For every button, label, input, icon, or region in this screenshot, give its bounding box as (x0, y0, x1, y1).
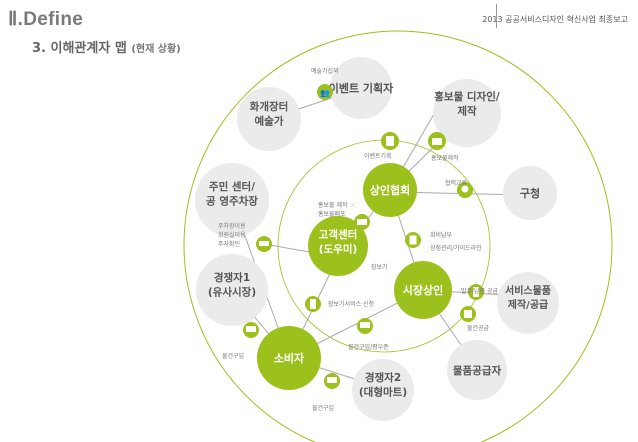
label-promo-make: 홍보물제작 (431, 154, 459, 162)
wrench-icon (468, 284, 484, 300)
label-fee-pay: 회비납부 (430, 231, 453, 239)
node-customer-center (308, 216, 368, 276)
label-goods-supply: 물건공급 (467, 324, 490, 332)
market-merchant-label: 시장상인 (403, 283, 443, 297)
label-viewing-service: 장보기서비스 신청 (328, 300, 374, 308)
factory-icon (428, 132, 446, 150)
label-order-supply: 발주/납품 공급 (461, 287, 499, 295)
label-arts-event: 예술가섭외 (311, 67, 339, 75)
bulb-icon (457, 182, 473, 198)
node-goods-supplier (447, 340, 507, 400)
label-promo-tag: 홍보물 제작 ☞ (318, 201, 355, 209)
label-community-use: 회원실이용 (218, 231, 246, 239)
header-divider (496, 4, 497, 28)
cart-icon-2 (243, 322, 259, 338)
document-icon-2 (405, 232, 421, 248)
competitor2-label: 경쟁자2(대형마트) (359, 371, 407, 399)
node-event-planner: 이벤트 기획자 (329, 57, 394, 119)
cart-icon-3 (324, 373, 340, 389)
label-goods-buy-2: 물건구입 (312, 404, 334, 412)
label-parking-use: 주차장이용 (218, 222, 246, 230)
section-title: Ⅱ.Define (8, 9, 84, 30)
node-service-supplier (497, 272, 559, 334)
promo-designer-label: 홍보물 디자인/제작 (434, 90, 500, 118)
cart-icon (357, 318, 373, 334)
outer-ring (183, 30, 613, 442)
report-title: 2013 공공서비스디자인 혁신사업 최종보고 (482, 15, 628, 24)
box-icon (460, 306, 476, 322)
document-icon (381, 132, 399, 150)
relation-labels: 예술가섭외 이벤트기획 홍보물제작 협력교류 홍보물 제작 ☞ 홍보물배포 회비… (218, 67, 499, 412)
label-parking-info: 주차확인 (218, 240, 240, 248)
svg-text:👥: 👥 (320, 89, 330, 98)
event-planner-label: 이벤트 기획자 (329, 81, 394, 95)
customer-center-label: 고객센터(도우미) (319, 228, 358, 256)
label-goods-deliver: 물건구입/평우준 (348, 343, 389, 351)
node-merchant-assoc (363, 163, 417, 217)
goods-supplier-label: 물품공급자 (453, 364, 502, 377)
node-competitor1 (196, 254, 268, 326)
merchant-assoc-label: 상인협회 (370, 183, 410, 197)
node-community-center (195, 163, 269, 237)
car-icon (256, 236, 272, 252)
label-promo-dist: 홍보물배포 (318, 210, 346, 218)
community-center-label: 주민 센터/공 영주차장 (206, 180, 258, 208)
label-cooperation: 협력교류 (445, 179, 468, 187)
consumer-label: 소비자 (274, 351, 305, 365)
people-icon: 👥 (317, 84, 333, 100)
node-market-merchant (394, 261, 452, 319)
icon-badges: 👥 (243, 84, 484, 389)
subtitle-paren: (현재 상황) (131, 44, 181, 55)
node-consumer (257, 326, 321, 390)
node-competitor2 (352, 359, 414, 421)
gu-office-label: 구청 (520, 186, 540, 200)
node-promo-designer (433, 79, 501, 147)
factory-icon-2 (354, 214, 370, 230)
node-arts-market (237, 87, 301, 151)
label-goods-buy: 물건구입 (222, 352, 244, 360)
label-viewing: 장보기 (371, 263, 388, 271)
subtitle-text: 3. 이해관계자 맵 (32, 41, 127, 56)
page-subtitle: 3. 이해관계자 맵 (현재 상황) (32, 37, 181, 56)
label-event-plan: 이벤트기획 (364, 152, 392, 160)
phone-icon (305, 296, 321, 312)
competitor1-label: 경쟁자1(유사시장) (208, 271, 256, 299)
label-store-mgmt: 상점관리/가이드라인 (430, 244, 482, 252)
node-gu-office (503, 166, 557, 220)
